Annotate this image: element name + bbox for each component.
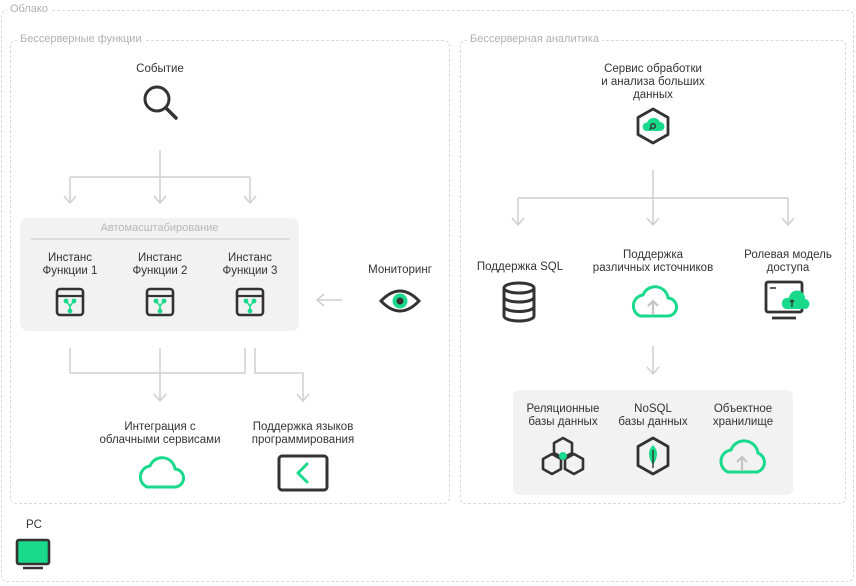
pc-monitor-icon bbox=[15, 538, 51, 570]
big-data-service-label: Сервис обработки и анализа больших данны… bbox=[601, 63, 705, 101]
access-monitor-icon bbox=[764, 280, 810, 320]
function-3-icon bbox=[235, 287, 265, 317]
cloud-frame bbox=[1, 10, 854, 582]
search-icon bbox=[143, 85, 178, 120]
pc-label: PC bbox=[26, 519, 42, 531]
instance-2-label: Инстанс Функции 2 bbox=[132, 252, 188, 277]
sql-support-label: Поддержка SQL bbox=[476, 261, 564, 273]
serverless-functions-frame bbox=[10, 40, 450, 504]
cloud-icon bbox=[138, 456, 185, 489]
serverless-analytics-label: Бессерверная аналитика bbox=[467, 33, 602, 45]
cloud-upload-icon bbox=[631, 285, 678, 318]
eye-icon bbox=[378, 289, 422, 313]
big-data-hex-icon bbox=[636, 107, 670, 145]
monitoring-label: Мониторинг bbox=[368, 264, 432, 276]
nosql-db-label: NoSQL базы данных bbox=[618, 403, 688, 428]
code-window-icon bbox=[277, 454, 329, 492]
event-label: Событие bbox=[136, 63, 184, 75]
function-1-icon bbox=[55, 287, 85, 317]
object-storage-label: Объектное хранилище bbox=[712, 403, 774, 428]
serverless-functions-label: Бессерверные функции bbox=[17, 33, 145, 45]
serverless-analytics-frame bbox=[460, 40, 846, 504]
instance-1-label: Инстанс Функции 1 bbox=[42, 252, 98, 277]
object-storage-icon bbox=[719, 439, 766, 474]
relational-db-label: Реляционные базы данных bbox=[526, 403, 600, 428]
instance-3-label: Инстанс Функции 3 bbox=[222, 252, 278, 277]
autoscaling-title: Автомасштабирование bbox=[100, 222, 219, 234]
nosql-leaf-icon bbox=[636, 436, 670, 476]
relational-hex-icon bbox=[541, 436, 585, 476]
cloud-integration-label: Интеграция с облачными сервисами bbox=[99, 421, 221, 446]
database-icon bbox=[502, 281, 536, 323]
cloud-label: Облако bbox=[7, 3, 51, 15]
languages-label: Поддержка языков программирования bbox=[251, 421, 355, 446]
sources-support-label: Поддержка различных источников bbox=[592, 249, 714, 274]
function-2-icon bbox=[145, 287, 175, 317]
role-model-label: Ролевая модель доступа bbox=[744, 249, 832, 274]
